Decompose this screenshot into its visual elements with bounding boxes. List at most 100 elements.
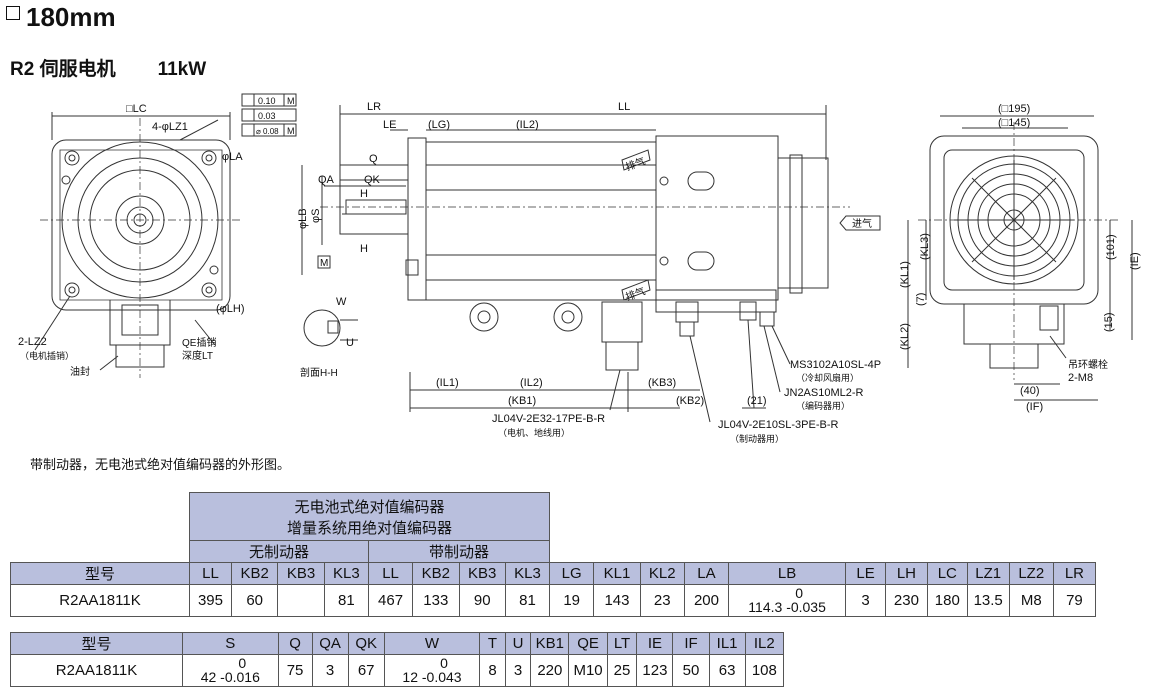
cell-lb: 0 114.3 -0.035 xyxy=(728,584,847,617)
label-lh: (φLH) xyxy=(216,303,245,315)
label-u: U xyxy=(346,337,354,349)
col-w: W xyxy=(383,632,481,655)
label-w: W xyxy=(336,296,347,308)
label-lc: □LC xyxy=(126,103,147,115)
s-upper: 0 xyxy=(238,654,247,671)
connector-encoder: JN2AS10ML2-R xyxy=(784,387,864,399)
connector-brake-note: （制动器用） xyxy=(730,433,784,444)
spec-table-1: 无电池式绝对值编码器增量系统用绝对值编码器 无制动器 带制动器 型号 LL KB… xyxy=(10,492,1097,617)
col-lt: LT xyxy=(606,632,638,655)
connector-power-note: （电机、地线用） xyxy=(498,427,570,438)
connector-fan-note: （冷却风扇用） xyxy=(796,372,859,383)
label-qk: QK xyxy=(364,174,381,186)
label-195: (□195) xyxy=(998,103,1030,115)
cell-w: 0 12 -0.043 xyxy=(383,654,481,687)
subtitle-power: 11kW xyxy=(157,59,207,80)
label-h-bottom: H xyxy=(360,243,368,255)
drawing-caption: 带制动器，无电池式绝对值编码器的外形图。 xyxy=(30,457,291,472)
col-kb2: KB2 xyxy=(230,562,279,585)
label-ll: LL xyxy=(618,101,630,113)
arrow-exhaust-bottom: 排气 xyxy=(624,284,647,303)
cell-lr: 79 xyxy=(1052,584,1097,617)
col-lb: LB xyxy=(728,562,847,585)
label-m8: 2-M8 xyxy=(1068,372,1093,384)
label-lg: (LG) xyxy=(428,119,450,131)
cell-kl2: 23 xyxy=(639,584,685,617)
table-row: R2AA1811K 395 60 81 467 133 90 81 19 143… xyxy=(10,584,1097,617)
label-h-top: H xyxy=(360,188,368,200)
label-kb1: (KB1) xyxy=(508,395,536,407)
w-nominal: 12 xyxy=(402,668,418,685)
tol-m-1: M xyxy=(287,96,295,106)
label-kl3: (KL3) xyxy=(919,233,931,260)
cell-kl1: 143 xyxy=(593,584,641,617)
col-qk: QK xyxy=(347,632,385,655)
connector-power: JL04V-2E32-17PE-B-R xyxy=(492,413,605,425)
col-kl1: KL1 xyxy=(593,562,641,585)
tol-concentricity: ⌀ 0.08 xyxy=(256,127,279,136)
tol-runout: 0.03 xyxy=(258,111,276,121)
col-ie: IE xyxy=(636,632,674,655)
cell-lz1: 13.5 xyxy=(966,584,1010,617)
cell-kl3-brake: 81 xyxy=(504,584,551,617)
col-model: 型号 xyxy=(10,632,183,655)
side-view xyxy=(241,93,881,423)
subtitle-model: R2 伺服电机 xyxy=(10,59,116,80)
encoder-group-header: 无电池式绝对值编码器增量系统用绝对值编码器 xyxy=(188,492,551,541)
col-kb3-brake: KB3 xyxy=(458,562,506,585)
lb-upper: 0 xyxy=(795,584,803,601)
cell-kb3-brake: 90 xyxy=(458,584,506,617)
subtitle: R2 伺服电机 11kW xyxy=(10,54,206,81)
w-upper: 0 xyxy=(440,654,448,671)
cell-model: R2AA1811K xyxy=(10,584,190,617)
label-145: (□145) xyxy=(998,117,1030,129)
cell-lt: 25 xyxy=(606,654,638,687)
lb-nominal: 114.3 xyxy=(748,598,783,615)
label-lr: LR xyxy=(367,101,381,113)
page-title: 180mm xyxy=(6,2,116,33)
w-lower: -0.043 xyxy=(421,668,462,685)
connector-brake: JL04V-2E10SL-3PE-B-R xyxy=(718,419,839,431)
front-view xyxy=(34,112,240,378)
label-oil-seal: 油封 xyxy=(70,365,90,378)
cell-kb1: 220 xyxy=(530,654,570,687)
cell-if: 50 xyxy=(672,654,710,687)
cell-ll: 395 xyxy=(188,584,232,617)
label-il1: (IL1) xyxy=(436,377,459,389)
lb-lower: -0.035 xyxy=(786,598,826,615)
col-lz1: LZ1 xyxy=(966,562,1010,585)
col-kl3: KL3 xyxy=(323,562,369,585)
cell-qa: 3 xyxy=(311,654,349,687)
col-qa: QA xyxy=(311,632,349,655)
table2-header-row: 型号 S Q QA QK W T U KB1 QE LT IE IF IL1 I… xyxy=(10,632,785,655)
col-lg: LG xyxy=(549,562,595,585)
col-lc: LC xyxy=(926,562,968,585)
label-lz2: 2-LZ2 xyxy=(18,336,47,348)
label-q: Q xyxy=(369,153,378,165)
label-qe: QE插销 xyxy=(182,336,216,349)
col-ll-brake: LL xyxy=(367,562,414,585)
label-kb3: (KB3) xyxy=(648,377,676,389)
cell-la: 200 xyxy=(683,584,730,617)
cell-lh: 230 xyxy=(884,584,928,617)
arrow-intake: 进气 xyxy=(852,217,872,230)
label-lt: 深度LT xyxy=(182,349,213,362)
label-m: M xyxy=(320,258,328,269)
rear-view xyxy=(907,115,1133,401)
col-le: LE xyxy=(845,562,886,585)
label-motor-pin: （电机插销） xyxy=(20,350,74,361)
label-lb: φLB xyxy=(297,208,309,229)
cell-il1: 63 xyxy=(708,654,746,687)
encoder-group-line2: 增量系统用绝对值编码器 xyxy=(287,519,453,537)
cell-qe: M10 xyxy=(568,654,608,687)
title-text: 180mm xyxy=(26,2,116,32)
cell-kb2: 60 xyxy=(230,584,279,617)
col-kb2-brake: KB2 xyxy=(412,562,460,585)
table1-header-row: 型号 LL KB2 KB3 KL3 LL KB2 KB3 KL3 LG KL1 … xyxy=(10,562,1097,585)
col-lh: LH xyxy=(884,562,928,585)
label-15: (15) xyxy=(1103,312,1115,332)
col-kb1: KB1 xyxy=(530,632,570,655)
tol-perpendicularity: 0.10 xyxy=(258,96,276,106)
